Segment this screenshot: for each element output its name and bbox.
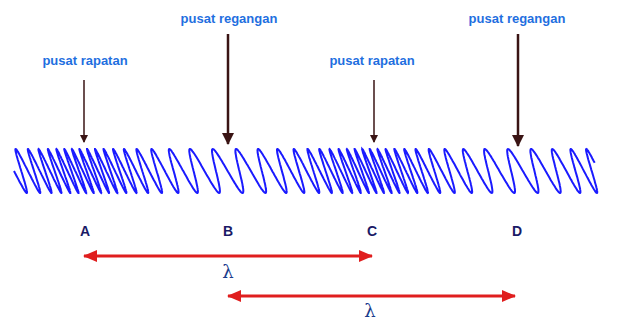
point-letter: C [367, 224, 377, 239]
callout-label: pusat regangan [181, 12, 278, 26]
pointer-arrow [83, 80, 85, 142]
pointer-arrow [517, 34, 520, 146]
pointer-arrow [373, 80, 375, 142]
wavelength-symbol: λ [222, 262, 233, 282]
point-letter: D [512, 224, 522, 239]
wavelength-symbol: λ [364, 301, 375, 321]
callout-label: pusat rapatan [42, 54, 127, 68]
point-letter: B [223, 224, 233, 239]
point-letter: A [80, 224, 90, 239]
wavelength-arrow [228, 295, 515, 298]
callout-label: pusat regangan [469, 12, 566, 26]
wavelength-arrow [84, 255, 372, 258]
callout-label: pusat rapatan [329, 54, 414, 68]
spring-coil [14, 149, 597, 193]
pointer-arrow [227, 34, 230, 144]
